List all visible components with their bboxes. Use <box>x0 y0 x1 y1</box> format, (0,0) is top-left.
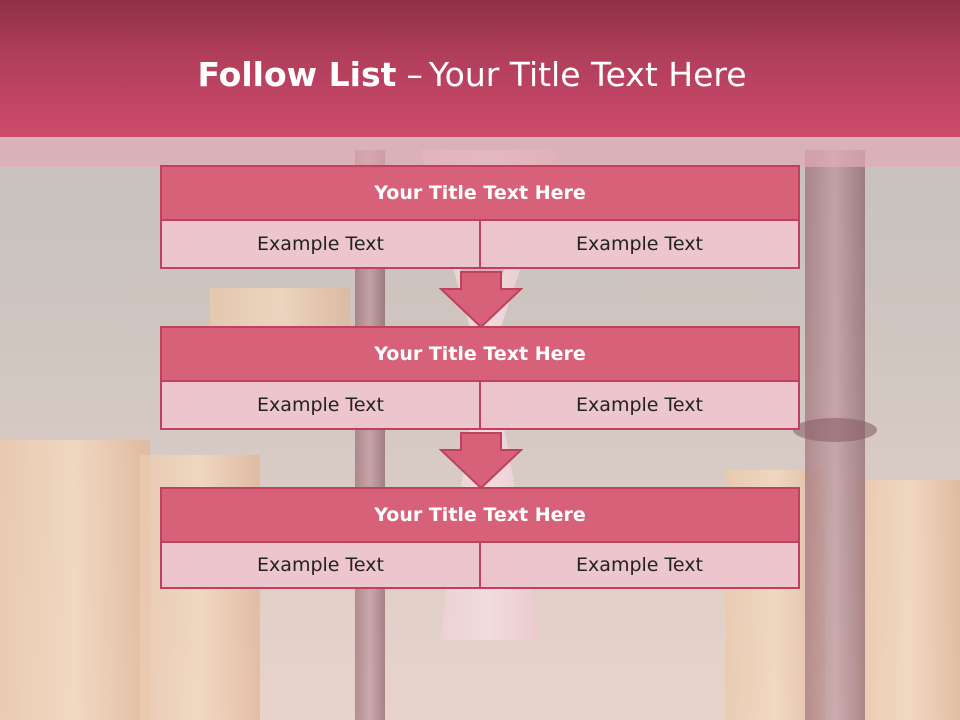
list-block-title: Your Title Text Here <box>160 165 800 221</box>
slide-title-bold: Follow List <box>197 55 397 94</box>
list-block-cell-right: Example Text <box>481 543 800 589</box>
list-block-cell-left: Example Text <box>160 382 481 430</box>
list-block-3: Your Title Text Here Example Text Exampl… <box>160 487 800 589</box>
list-block-cell-right: Example Text <box>481 382 800 430</box>
slide-title: Follow List–Your Title Text Here <box>0 52 944 98</box>
list-block-row: Example Text Example Text <box>160 221 800 269</box>
list-block-title: Your Title Text Here <box>160 487 800 543</box>
list-block-title: Your Title Text Here <box>160 326 800 382</box>
list-block-row: Example Text Example Text <box>160 543 800 589</box>
list-block-2: Your Title Text Here Example Text Exampl… <box>160 326 800 430</box>
down-arrow-icon <box>439 432 523 490</box>
list-block-cell-left: Example Text <box>160 221 481 269</box>
list-block-1: Your Title Text Here Example Text Exampl… <box>160 165 800 269</box>
down-arrow-icon <box>439 271 523 329</box>
title-banner <box>0 0 960 137</box>
list-block-cell-right: Example Text <box>481 221 800 269</box>
slide-title-separator: – <box>406 55 423 94</box>
list-block-cell-left: Example Text <box>160 543 481 589</box>
title-banner-strip <box>0 137 960 167</box>
list-block-row: Example Text Example Text <box>160 382 800 430</box>
slide-title-rest: Your Title Text Here <box>428 55 747 94</box>
